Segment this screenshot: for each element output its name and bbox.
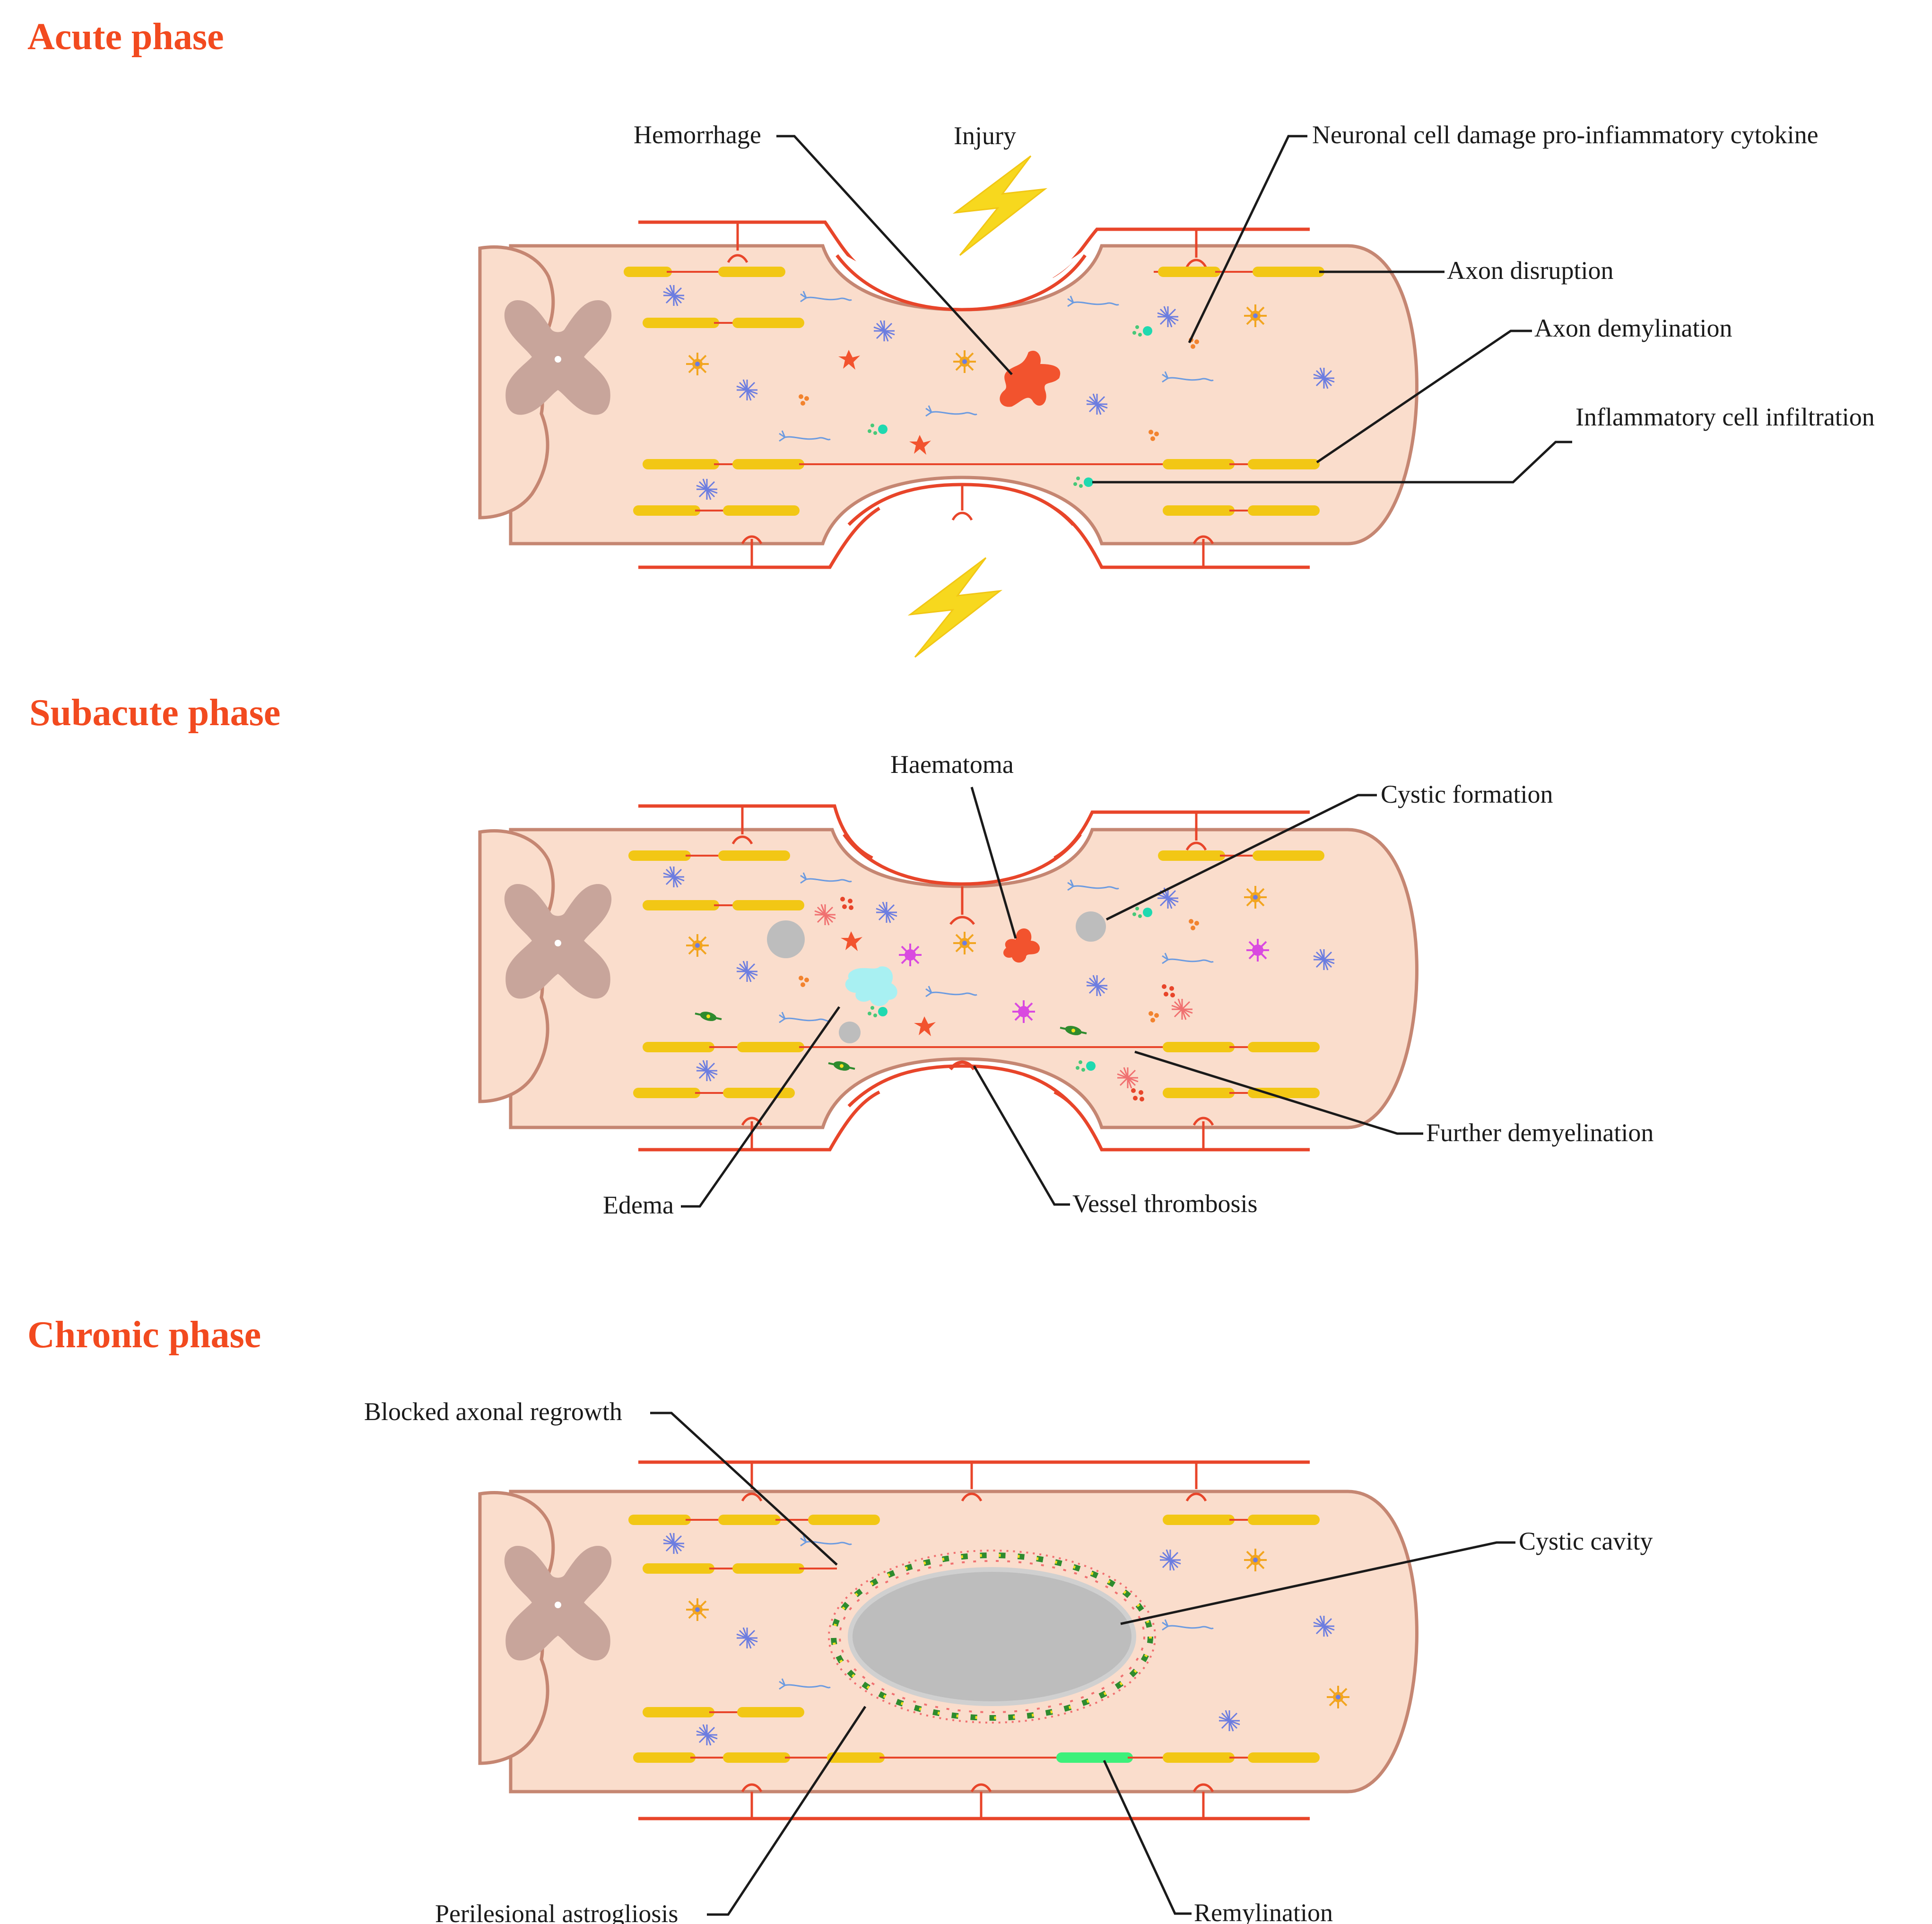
label-astrogliosis: Perilesional astrogliosis <box>435 1899 678 1924</box>
label-inflammatory-infiltration: Inflammatory cell infiltration <box>1575 403 1875 431</box>
chronic-axons <box>628 1515 1320 1763</box>
phase-title-acute: Acute phase <box>27 16 224 58</box>
subacute-spinal-cord <box>480 804 1419 1152</box>
lightning-bolt-icon <box>909 557 1001 658</box>
phase-title-subacute: Subacute phase <box>29 692 280 734</box>
cystic-cavity-lesion <box>828 1550 1156 1724</box>
cyst-icon <box>767 920 805 958</box>
acute-axons <box>624 267 1324 516</box>
label-vessel-thrombosis: Vessel thrombosis <box>1072 1189 1258 1218</box>
label-axon-demylination: Axon demylination <box>1534 314 1732 342</box>
label-haematoma: Haematoma <box>890 750 1014 779</box>
lightning-bolt-icon <box>954 155 1046 256</box>
cyst-icon <box>839 1022 861 1043</box>
label-injury: Injury <box>954 121 1016 150</box>
label-axon-disruption: Axon disruption <box>1447 256 1614 285</box>
label-blocked-regrowth: Blocked axonal regrowth <box>364 1397 622 1426</box>
acute-spinal-cord <box>480 220 1419 569</box>
hemorrhage-clot <box>1000 350 1061 407</box>
label-cystic-cavity: Cystic cavity <box>1519 1527 1653 1555</box>
label-hemorrhage: Hemorrhage <box>634 121 761 149</box>
label-further-demyelination: Further demyelination <box>1426 1118 1654 1147</box>
edema-patch <box>845 966 897 1006</box>
label-neuronal-damage: Neuronal cell damage pro-infiammatory cy… <box>1312 121 1819 149</box>
label-cystic-formation: Cystic formation <box>1381 780 1553 808</box>
chronic-spinal-cord <box>480 1460 1419 1820</box>
haematoma-clot <box>1003 928 1040 963</box>
label-edema: Edema <box>603 1191 674 1219</box>
label-remylination: Remylination <box>1194 1898 1333 1924</box>
phase-title-chronic: Chronic phase <box>27 1314 261 1356</box>
subacute-axons <box>628 850 1324 1098</box>
cyst-icon <box>1076 911 1106 942</box>
